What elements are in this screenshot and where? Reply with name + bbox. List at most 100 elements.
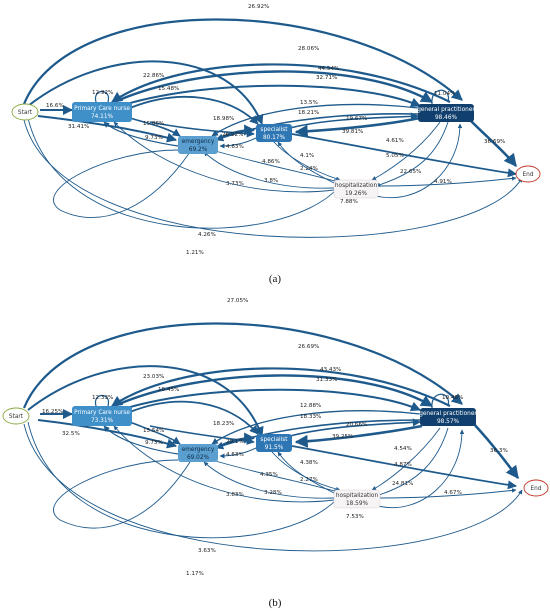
edge-label: 3.63% bbox=[198, 548, 216, 554]
edge-label: 26.92% bbox=[248, 4, 269, 10]
node-primary-care-nurse[interactable]: Primary Care nurse 73.31% bbox=[72, 406, 132, 426]
node-specialist[interactable]: specialist 91.5% bbox=[256, 434, 292, 452]
edge-label: 39.25% bbox=[332, 434, 353, 440]
edge-label: 3.28% bbox=[264, 490, 282, 496]
edge-specialist-gp bbox=[289, 418, 421, 437]
edge-start-hospital bbox=[27, 117, 339, 229]
edge-nurse-gp-a bbox=[109, 374, 434, 410]
edge-label: 23.03% bbox=[143, 374, 164, 380]
node-label: general practitioner bbox=[417, 107, 475, 113]
edge-label: 9.73% bbox=[145, 440, 163, 446]
edge-label: 2.24% bbox=[300, 166, 318, 172]
node-general-practitioner[interactable]: general practitioner 98.46% bbox=[417, 104, 475, 122]
node-emergency[interactable]: emergency 69.2% bbox=[178, 136, 218, 154]
panel-a: 26.92% 28.06% 16.6% 31.41% 4.26% 1.21% 1… bbox=[11, 4, 541, 256]
edge-label: 15.86% bbox=[143, 121, 164, 127]
edge-nurse-emergency bbox=[129, 421, 181, 445]
edge-hospital-gp bbox=[377, 429, 465, 508]
edge-gp-end bbox=[473, 423, 520, 480]
node-label: specialist bbox=[260, 437, 288, 443]
node-emergency[interactable]: emergency 69.02% bbox=[178, 444, 218, 462]
edge-gp-emergency-a bbox=[211, 103, 419, 137]
panel-b-caption: (b) bbox=[269, 597, 282, 609]
edge-label: 4.91% bbox=[434, 179, 452, 185]
edge-start-emergency bbox=[37, 115, 177, 143]
node-specialist[interactable]: specialist 80.17% bbox=[256, 124, 292, 142]
edge-label: 39.81% bbox=[342, 129, 363, 135]
node-start[interactable]: Start bbox=[2, 407, 30, 425]
edge-label: 43.43% bbox=[320, 367, 341, 373]
edge-label: 31.33% bbox=[316, 377, 337, 383]
edge-label: 18.98% bbox=[213, 116, 234, 122]
node-label: Start bbox=[9, 414, 24, 420]
edge-gp-self bbox=[431, 393, 449, 409]
edge-emergency-nurse bbox=[103, 121, 179, 147]
edge-label: 28.06% bbox=[298, 46, 319, 52]
edge-gp-end bbox=[469, 119, 518, 168]
edge-label: 29.1% bbox=[226, 439, 244, 445]
edge-label: 16.6% bbox=[46, 103, 64, 109]
edge-gp-hospital-b bbox=[375, 121, 449, 187]
edge-label: 7.53% bbox=[346, 514, 364, 520]
node-value: 19.26% bbox=[345, 191, 368, 197]
node-label: emergency bbox=[182, 447, 215, 453]
edge-emergency-specialist bbox=[219, 432, 256, 447]
node-label: Primary Care nurse bbox=[74, 106, 130, 112]
edge-start-specialist bbox=[27, 365, 264, 437]
edge-label: 32.71% bbox=[316, 75, 337, 81]
edge-gp-self bbox=[431, 89, 449, 105]
edge-hospital-end bbox=[379, 488, 517, 499]
node-value: 69.2% bbox=[189, 147, 208, 153]
edge-label: 4.38% bbox=[300, 460, 318, 466]
edge-label: 7.88% bbox=[340, 199, 358, 205]
node-primary-care-nurse[interactable]: Primary Care nurse 74.11% bbox=[72, 102, 132, 122]
edge-label: 44.54% bbox=[318, 66, 339, 72]
edge-gp-emergency-b bbox=[215, 419, 421, 450]
node-label: hospitalization bbox=[335, 183, 378, 189]
edge-nurse-gp-b bbox=[119, 84, 421, 108]
edge-label: 11.04% bbox=[434, 91, 455, 97]
node-label: End bbox=[522, 172, 533, 178]
edge-hospital-gp bbox=[375, 123, 463, 198]
node-general-practitioner[interactable]: general practitioner 98.57% bbox=[419, 408, 477, 426]
edge-gp-nurse bbox=[111, 63, 451, 103]
edge-label: 3.83% bbox=[226, 492, 244, 498]
node-label: hospitalization bbox=[336, 493, 379, 499]
edge-hospital-specialist bbox=[277, 451, 337, 495]
edge-label: 1.17% bbox=[186, 571, 204, 577]
edge-label: 3.8% bbox=[264, 178, 278, 184]
edge-label: 22.86% bbox=[143, 73, 164, 79]
edge-label: 4.35% bbox=[260, 472, 278, 478]
node-label: Start bbox=[18, 110, 33, 116]
edge-label: 4.54% bbox=[394, 446, 412, 452]
edge-nurse-specialist bbox=[129, 400, 259, 435]
edge-nurse-specialist bbox=[129, 95, 259, 125]
edge-label: 10.48% bbox=[442, 395, 463, 401]
edge-label: 4.63% bbox=[226, 144, 244, 150]
edge-hospital-nurse bbox=[113, 425, 335, 503]
node-hospitalization[interactable]: hospitalization 19.26% bbox=[333, 179, 379, 199]
edge-start-gp bbox=[22, 322, 463, 409]
node-end[interactable]: End bbox=[523, 479, 549, 497]
edge-start-end bbox=[23, 423, 523, 552]
edge-label: 9.73% bbox=[145, 135, 163, 141]
edge-label: 4.67% bbox=[444, 490, 462, 496]
edge-label: 36.3% bbox=[490, 448, 508, 454]
edge-gp-hospital-a bbox=[371, 121, 441, 181]
edge-label: 13.5% bbox=[300, 100, 318, 106]
edge-label: 4.61% bbox=[386, 138, 404, 144]
node-hospitalization[interactable]: hospitalization 18.59% bbox=[333, 489, 381, 509]
edge-nurse-self bbox=[94, 90, 110, 103]
edge-label: 26.69% bbox=[298, 344, 319, 350]
edge-gp-hospital-a bbox=[371, 427, 441, 491]
edge-emergency-hospital bbox=[211, 149, 339, 184]
edge-start-gp bbox=[22, 18, 463, 105]
node-end[interactable]: End bbox=[515, 165, 541, 183]
edge-label: 2.27% bbox=[300, 477, 318, 483]
edge-label: 19.67% bbox=[346, 116, 367, 122]
edge-label: 15.54% bbox=[143, 428, 164, 434]
edge-label: 18.33% bbox=[300, 414, 321, 420]
node-start[interactable]: Start bbox=[11, 103, 39, 121]
edge-hospital-emergency bbox=[203, 151, 335, 189]
